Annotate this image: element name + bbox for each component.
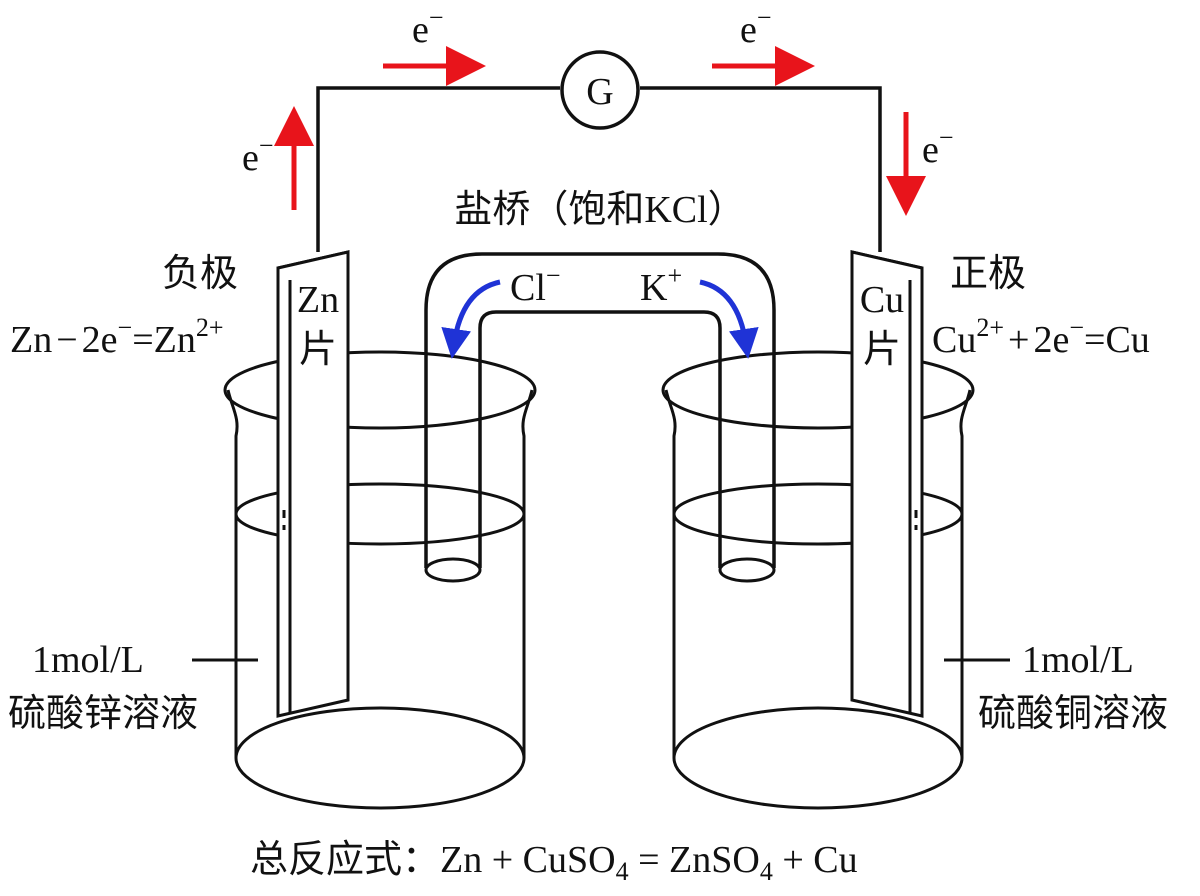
zinc-plate-label: Zn bbox=[297, 279, 339, 321]
chloride-ion-arrow bbox=[441, 279, 501, 359]
salt-bridge-label: 盐桥（饱和KCl） bbox=[454, 189, 745, 231]
liquid-surface-dashes bbox=[282, 508, 918, 530]
potassium-ion-label: K+ bbox=[640, 261, 682, 309]
right-solution-concentration: 1mol/L bbox=[1022, 639, 1134, 681]
overall-reaction: 总反应式：Zn + CuSO4 = ZnSO4 + Cu bbox=[250, 839, 858, 886]
left-liquid-surface bbox=[234, 482, 526, 546]
copper-plate bbox=[850, 250, 924, 718]
zinc-plate-label-2: 片 bbox=[299, 329, 337, 371]
potassium-ion-arrow bbox=[699, 279, 759, 359]
right-beaker bbox=[661, 350, 975, 810]
copper-plate-label-2: 片 bbox=[863, 329, 901, 371]
galvanometer-label: G bbox=[586, 71, 613, 113]
electron-label: e− bbox=[242, 131, 274, 179]
chloride-ion-label: Cl− bbox=[510, 261, 561, 309]
galvanometer: G bbox=[560, 50, 640, 130]
electron-label: e− bbox=[922, 123, 954, 171]
negative-half-equation: Zn−2e−=Zn2+ bbox=[10, 313, 224, 361]
electron-label: e− bbox=[740, 3, 772, 51]
left-solution-name: 硫酸锌溶液 bbox=[8, 693, 198, 735]
positive-half-equation: Cu2++2e−=Cu bbox=[932, 313, 1150, 361]
circuit-wire bbox=[316, 86, 882, 252]
electron-label: e− bbox=[412, 3, 444, 51]
right-liquid-surface bbox=[672, 482, 964, 546]
left-beaker bbox=[223, 350, 537, 810]
zinc-plate bbox=[276, 250, 350, 718]
left-solution-concentration: 1mol/L bbox=[32, 639, 144, 681]
positive-electrode-label: 正极 bbox=[950, 253, 1026, 295]
copper-plate-label: Cu bbox=[860, 279, 904, 321]
negative-electrode-label: 负极 bbox=[162, 253, 238, 295]
salt-bridge-tube bbox=[424, 252, 776, 583]
right-solution-name: 硫酸铜溶液 bbox=[978, 693, 1168, 735]
